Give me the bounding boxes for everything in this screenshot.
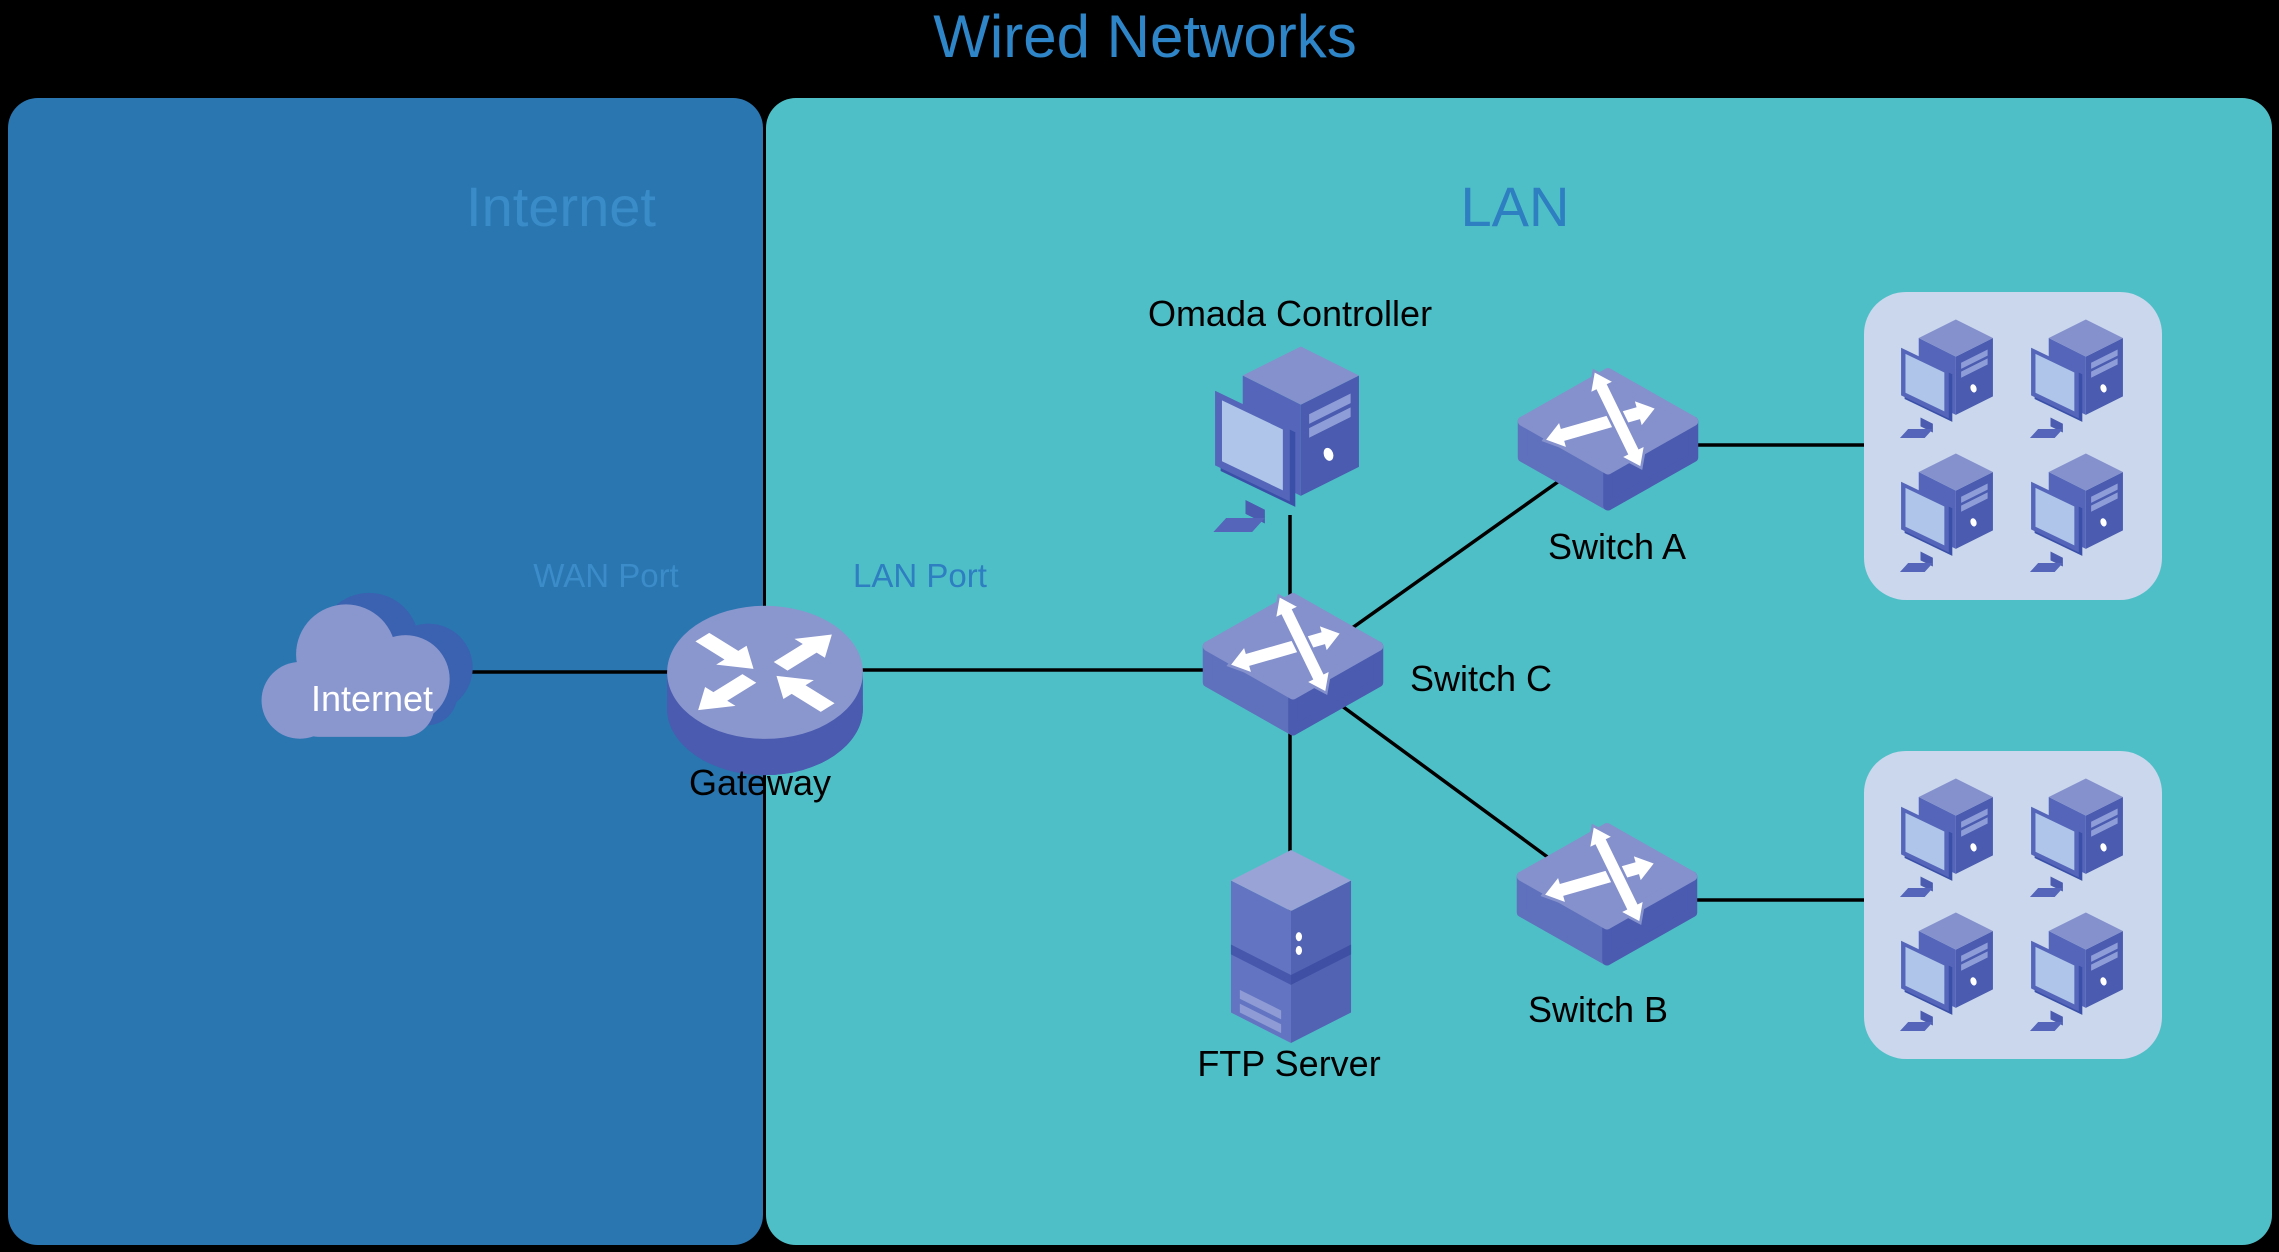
internet-cloud-label: Internet bbox=[310, 678, 434, 719]
switch-c-label: Switch C bbox=[1409, 658, 1553, 699]
omada-controller-label: Omada Controller bbox=[1147, 293, 1433, 334]
lan-zone-label: LAN bbox=[1460, 175, 1570, 238]
omada-controller-icon bbox=[1204, 338, 1370, 532]
internet-zone-label: Internet bbox=[466, 175, 656, 238]
switch-a-label: Switch A bbox=[1547, 526, 1687, 567]
switch-b-label: Switch B bbox=[1527, 989, 1669, 1030]
ftp-server-label: FTP Server bbox=[1197, 1043, 1381, 1084]
switch-b-icon bbox=[1512, 822, 1702, 978]
lan-port-label: LAN Port bbox=[853, 557, 987, 594]
switch-a-icon bbox=[1513, 367, 1703, 523]
client-computers-group-top bbox=[1864, 292, 2162, 600]
wan-port-label: WAN Port bbox=[533, 557, 679, 594]
internet-cloud-icon bbox=[250, 566, 490, 758]
switch-c-icon bbox=[1198, 592, 1388, 748]
page-title: Wired Networks bbox=[933, 3, 1357, 70]
client-computers-group-bottom bbox=[1864, 751, 2162, 1059]
gateway-router-icon bbox=[662, 596, 868, 782]
gateway-label: Gateway bbox=[688, 762, 832, 803]
ftp-server-icon bbox=[1227, 846, 1355, 1048]
